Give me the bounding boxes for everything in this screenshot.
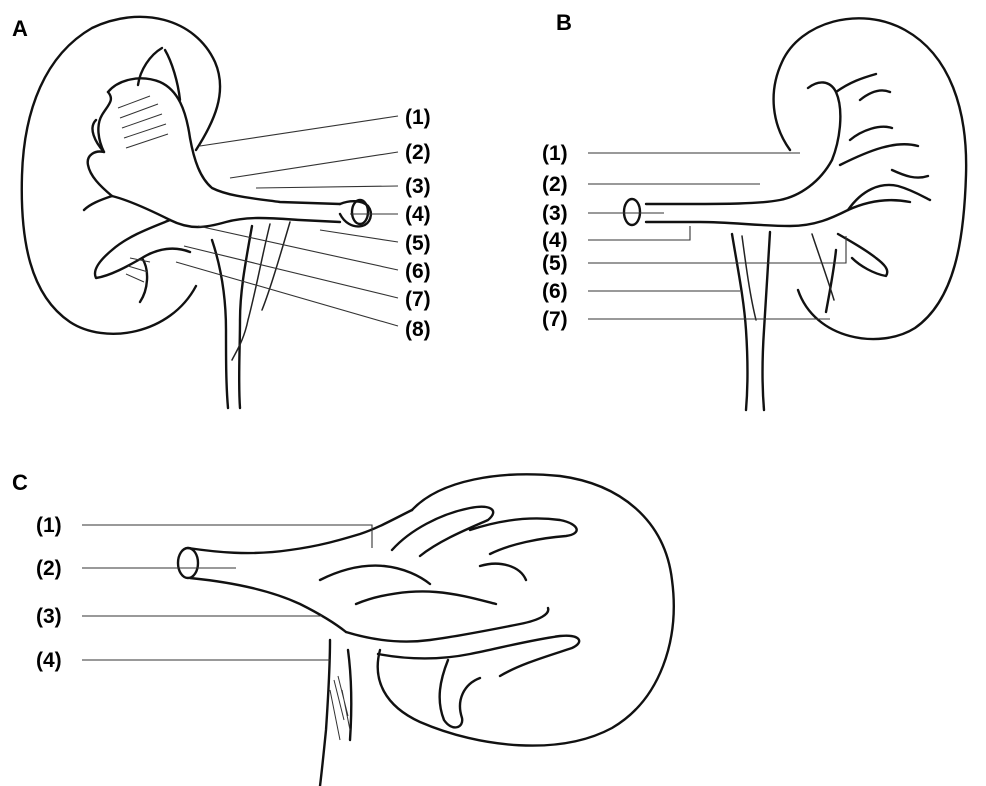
panel-b-upper-calyces — [836, 74, 918, 165]
panel-a-pelvis-lower-edge — [112, 196, 340, 227]
panel-a: A (1) — [12, 16, 431, 408]
panel-c: C (1) (2) (3) (4) — [12, 470, 674, 786]
panel-b-label-4: (4) — [542, 229, 568, 252]
panel-c-ureter-left-wall — [320, 640, 330, 786]
panel-a-renal-pelvis — [108, 78, 340, 204]
panel-b-label-2: (2) — [542, 173, 568, 196]
panel-b-renal-pelvis — [646, 82, 840, 204]
panel-c-label-1: (1) — [36, 514, 62, 537]
panel-c-lower-calyces — [378, 636, 579, 728]
panel-a-major-calyx-upper — [88, 92, 112, 196]
panel-b-lower-calyces — [826, 234, 887, 312]
panel-c-kidney-outline — [378, 474, 674, 745]
panel-b-label-5: (5) — [542, 252, 568, 275]
panel-a-label-8: (8) — [405, 318, 431, 341]
panel-a-label-4: (4) — [405, 203, 431, 226]
panel-c-vessel-lower-wall — [190, 578, 346, 632]
panel-c-label-3: (3) — [36, 605, 62, 628]
panel-a-letter: A — [12, 16, 28, 41]
panel-c-hatching — [330, 676, 350, 740]
panel-a-label-7: (7) — [405, 288, 431, 311]
panel-a-kidney-outline — [22, 17, 220, 334]
panel-a-label-5: (5) — [405, 232, 431, 255]
panel-c-vessel-opening — [178, 548, 198, 578]
panel-a-hatching — [118, 96, 168, 282]
panel-a-ureter-left-wall — [212, 240, 228, 408]
panel-c-renal-pelvis — [346, 608, 548, 642]
panel-b-kidney-outline — [774, 18, 967, 339]
panel-b-leaders — [588, 153, 846, 319]
panel-b: B (1) (2) (3) (4) (5) (6) (7) — [542, 10, 966, 410]
panel-a-label-1: (1) — [405, 106, 431, 129]
panel-c-vessel-upper-wall — [188, 510, 412, 553]
panel-a-label-3: (3) — [405, 175, 431, 198]
panel-c-upper-calyces — [392, 507, 577, 556]
panel-c-label-4: (4) — [36, 649, 62, 672]
panel-c-label-2: (2) — [36, 557, 62, 580]
panel-b-label-6: (6) — [542, 280, 568, 303]
panel-a-ureter-right-wall — [239, 226, 252, 408]
panel-c-letter: C — [12, 470, 28, 495]
panel-b-vessel-opening — [624, 199, 640, 225]
panel-a-label-6: (6) — [405, 260, 431, 283]
panel-c-middle-calyces — [320, 564, 526, 604]
panel-b-label-7: (7) — [542, 308, 568, 331]
panel-b-letter: B — [556, 10, 572, 35]
panel-b-label-3: (3) — [542, 202, 568, 225]
panel-c-leaders — [82, 525, 372, 660]
panel-b-vein-branch — [742, 234, 834, 320]
panel-a-vessel-opening — [352, 200, 368, 224]
panel-b-label-1: (1) — [542, 142, 568, 165]
panel-a-label-2: (2) — [405, 141, 431, 164]
panel-b-ureter-right-wall — [763, 232, 771, 410]
